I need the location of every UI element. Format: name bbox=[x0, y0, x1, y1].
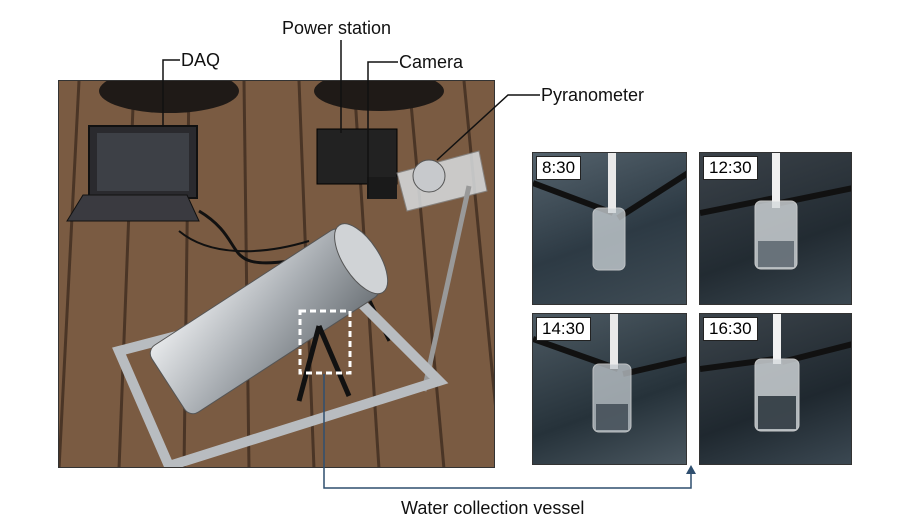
pyranometer bbox=[412, 159, 446, 193]
vessel-illustration bbox=[700, 314, 851, 432]
time-label: 8:30 bbox=[536, 156, 582, 180]
label-water-vessel: Water collection vessel bbox=[401, 498, 585, 518]
camera-box bbox=[367, 177, 397, 199]
timelapse-photo-4: 16:30 bbox=[699, 313, 852, 465]
vessel-illustration bbox=[700, 153, 851, 270]
collector-cylinder bbox=[149, 223, 389, 415]
setup-illustration bbox=[59, 81, 494, 467]
label-daq: DAQ bbox=[181, 50, 221, 70]
time-label: 14:30 bbox=[536, 317, 591, 341]
label-pyranometer: Pyranometer bbox=[541, 85, 645, 105]
label-power-station: Power station bbox=[282, 18, 392, 38]
laptop bbox=[66, 125, 200, 222]
timelapse-photo-3: 14:30 bbox=[532, 313, 687, 465]
timelapse-photo-2: 12:30 bbox=[699, 152, 852, 305]
timelapse-photo-1: 8:30 bbox=[532, 152, 687, 305]
time-label: 16:30 bbox=[703, 317, 758, 341]
vessel-illustration bbox=[533, 314, 686, 433]
vessel-highlight-box bbox=[298, 309, 352, 375]
power-station-box bbox=[316, 128, 398, 185]
time-label: 12:30 bbox=[703, 156, 758, 180]
setup-photo bbox=[58, 80, 495, 468]
label-camera: Camera bbox=[399, 52, 464, 72]
vessel-illustration bbox=[533, 153, 686, 271]
